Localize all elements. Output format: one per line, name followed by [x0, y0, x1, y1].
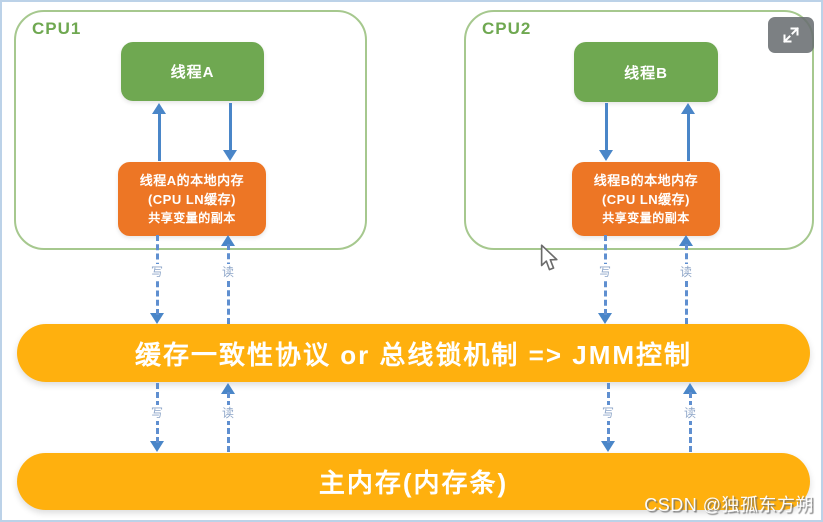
cpu2-label: CPU2	[482, 19, 532, 38]
arrow-thread-b-to-localmem-b	[599, 103, 613, 161]
read-label: 读	[677, 264, 695, 280]
cache-coherence-bar: 缓存一致性协议 or 总线锁机制 => JMM控制	[17, 324, 810, 382]
cpu1-label: CPU1	[32, 19, 82, 38]
mouse-cursor-icon	[539, 244, 559, 277]
write-label: 写	[148, 264, 166, 280]
thread-b-box: 线程B	[574, 42, 718, 102]
watermark: CSDN @独孤东方朔	[644, 495, 814, 515]
read-label: 读	[219, 405, 237, 421]
local-memory-b-line1: 线程B的本地内存	[593, 173, 699, 188]
thread-b-local-memory-box: 线程B的本地内存 (CPU LN缓存) 共享变量的副本	[572, 162, 720, 236]
read-label: 读	[681, 405, 699, 421]
arrow-thread-a-to-localmem-a	[223, 103, 237, 161]
write-label: 写	[596, 264, 614, 280]
arrow-localmem-a-to-thread-a	[152, 103, 166, 161]
thread-b-label: 线程B	[624, 64, 668, 82]
local-memory-b-line3: 共享变量的副本	[602, 211, 690, 225]
thread-a-local-memory-box: 线程A的本地内存 (CPU LN缓存) 共享变量的副本	[118, 162, 266, 236]
arrow-localmem-b-to-thread-b	[681, 103, 695, 161]
dashed-arrow-left-read	[221, 383, 235, 452]
cache-coherence-bar-label: 缓存一致性协议 or 总线锁机制 => JMM控制	[134, 339, 693, 370]
local-memory-a-line3: 共享变量的副本	[148, 211, 236, 225]
thread-a-box: 线程A	[121, 42, 264, 101]
local-memory-a-line1: 线程A的本地内存	[139, 173, 245, 188]
dashed-arrow-right-read	[683, 383, 697, 452]
thread-a-label: 线程A	[170, 64, 215, 81]
fullscreen-button[interactable]	[768, 17, 814, 53]
main-memory-bar-label: 主内存(内存条)	[318, 468, 509, 498]
read-label: 读	[219, 264, 237, 280]
fullscreen-expand-icon	[781, 25, 801, 45]
cpu2-box: CPU2 线程B 线程B的本地内存 (CPU LN缓存) 共享变量的副本	[464, 10, 814, 250]
local-memory-b-line2: (CPU LN缓存)	[601, 192, 691, 207]
write-label: 写	[148, 405, 166, 421]
local-memory-a-line2: (CPU LN缓存)	[147, 192, 237, 207]
dashed-arrow-cpu2-read	[679, 235, 693, 324]
cpu1-box: CPU1 线程A 线程A的本地内存 (CPU LN缓存) 共享变量的副本	[14, 10, 367, 250]
main-memory-bar: 主内存(内存条)	[17, 453, 810, 510]
write-label: 写	[599, 405, 617, 421]
dashed-arrow-cpu1-read	[221, 235, 235, 324]
